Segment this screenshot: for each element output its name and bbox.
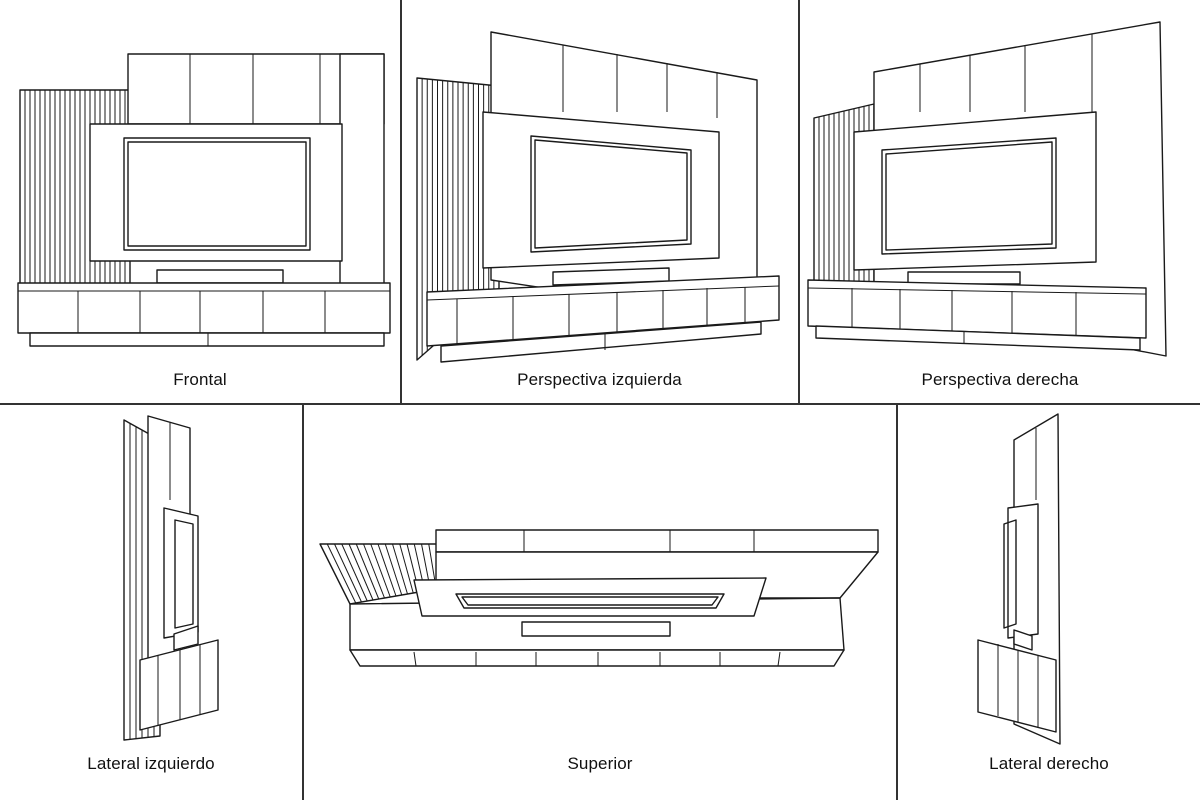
cabinet-plinth [440,321,762,363]
view-perspectiva-izquierda: Perspectiva izquierda [401,0,798,403]
tv-back-panel [89,123,343,262]
tv-cabinet-front [349,649,845,667]
caption-frontal: Frontal [173,370,227,389]
divider-horizontal [0,403,1200,405]
tv-screen [174,519,194,629]
divider-top-right [798,0,800,403]
slat-line [377,543,397,597]
divider-bottom-left [302,404,304,800]
slat-line [384,543,403,596]
slat-line [370,543,391,598]
caption-perspectiva-derecha: Perspectiva derecha [921,370,1079,389]
view-lateral-derecho: Lateral derecho [898,404,1200,800]
upper-back-panel [435,529,879,553]
caption-perspectiva-izquierda: Perspectiva izquierda [517,370,682,389]
frontal-drawing [17,53,391,347]
soundbar [907,271,1021,285]
slat-line [348,543,374,601]
tv-screen [881,137,1057,255]
tv-screen [455,593,725,609]
soundbar [1013,629,1033,651]
tv-screen [530,135,692,253]
superior-drawing [319,529,879,667]
cabinet-plinth [29,332,385,347]
slat-line [392,543,408,595]
slat-line [355,543,380,600]
caption-superior: Superior [567,754,633,773]
perspectiva-derecha-drawing [807,21,1167,357]
tv-cabinet [426,275,780,347]
divider-bottom-right [896,404,898,800]
tv-screen [123,137,311,251]
tv-back-panel [1007,503,1039,639]
cabinet-plinth [815,325,1141,351]
slat-line [341,543,368,602]
divider-top-left [400,0,402,403]
slat-line [334,543,362,603]
tv-cabinet [139,639,219,731]
slat-line [399,543,414,594]
tv-cabinet [807,279,1147,339]
slat-line [363,543,385,599]
view-lateral-izquierdo: Lateral izquierdo [0,404,302,800]
lateral-izquierdo-drawing [123,415,219,741]
caption-lateral-derecho: Lateral derecho [989,754,1109,773]
lateral-derecho-drawing [977,413,1061,745]
soundbar [173,625,199,651]
tv-screen [1003,519,1017,629]
soundbar [156,269,284,284]
view-frontal: Frontal [0,0,400,403]
caption-lateral-izquierdo: Lateral izquierdo [87,754,215,773]
view-perspectiva-derecha: Perspectiva derecha [800,0,1200,403]
soundbar [521,621,671,637]
perspectiva-izquierda-drawing [416,31,780,363]
slat-line [326,543,357,604]
view-superior: Superior [304,404,896,800]
